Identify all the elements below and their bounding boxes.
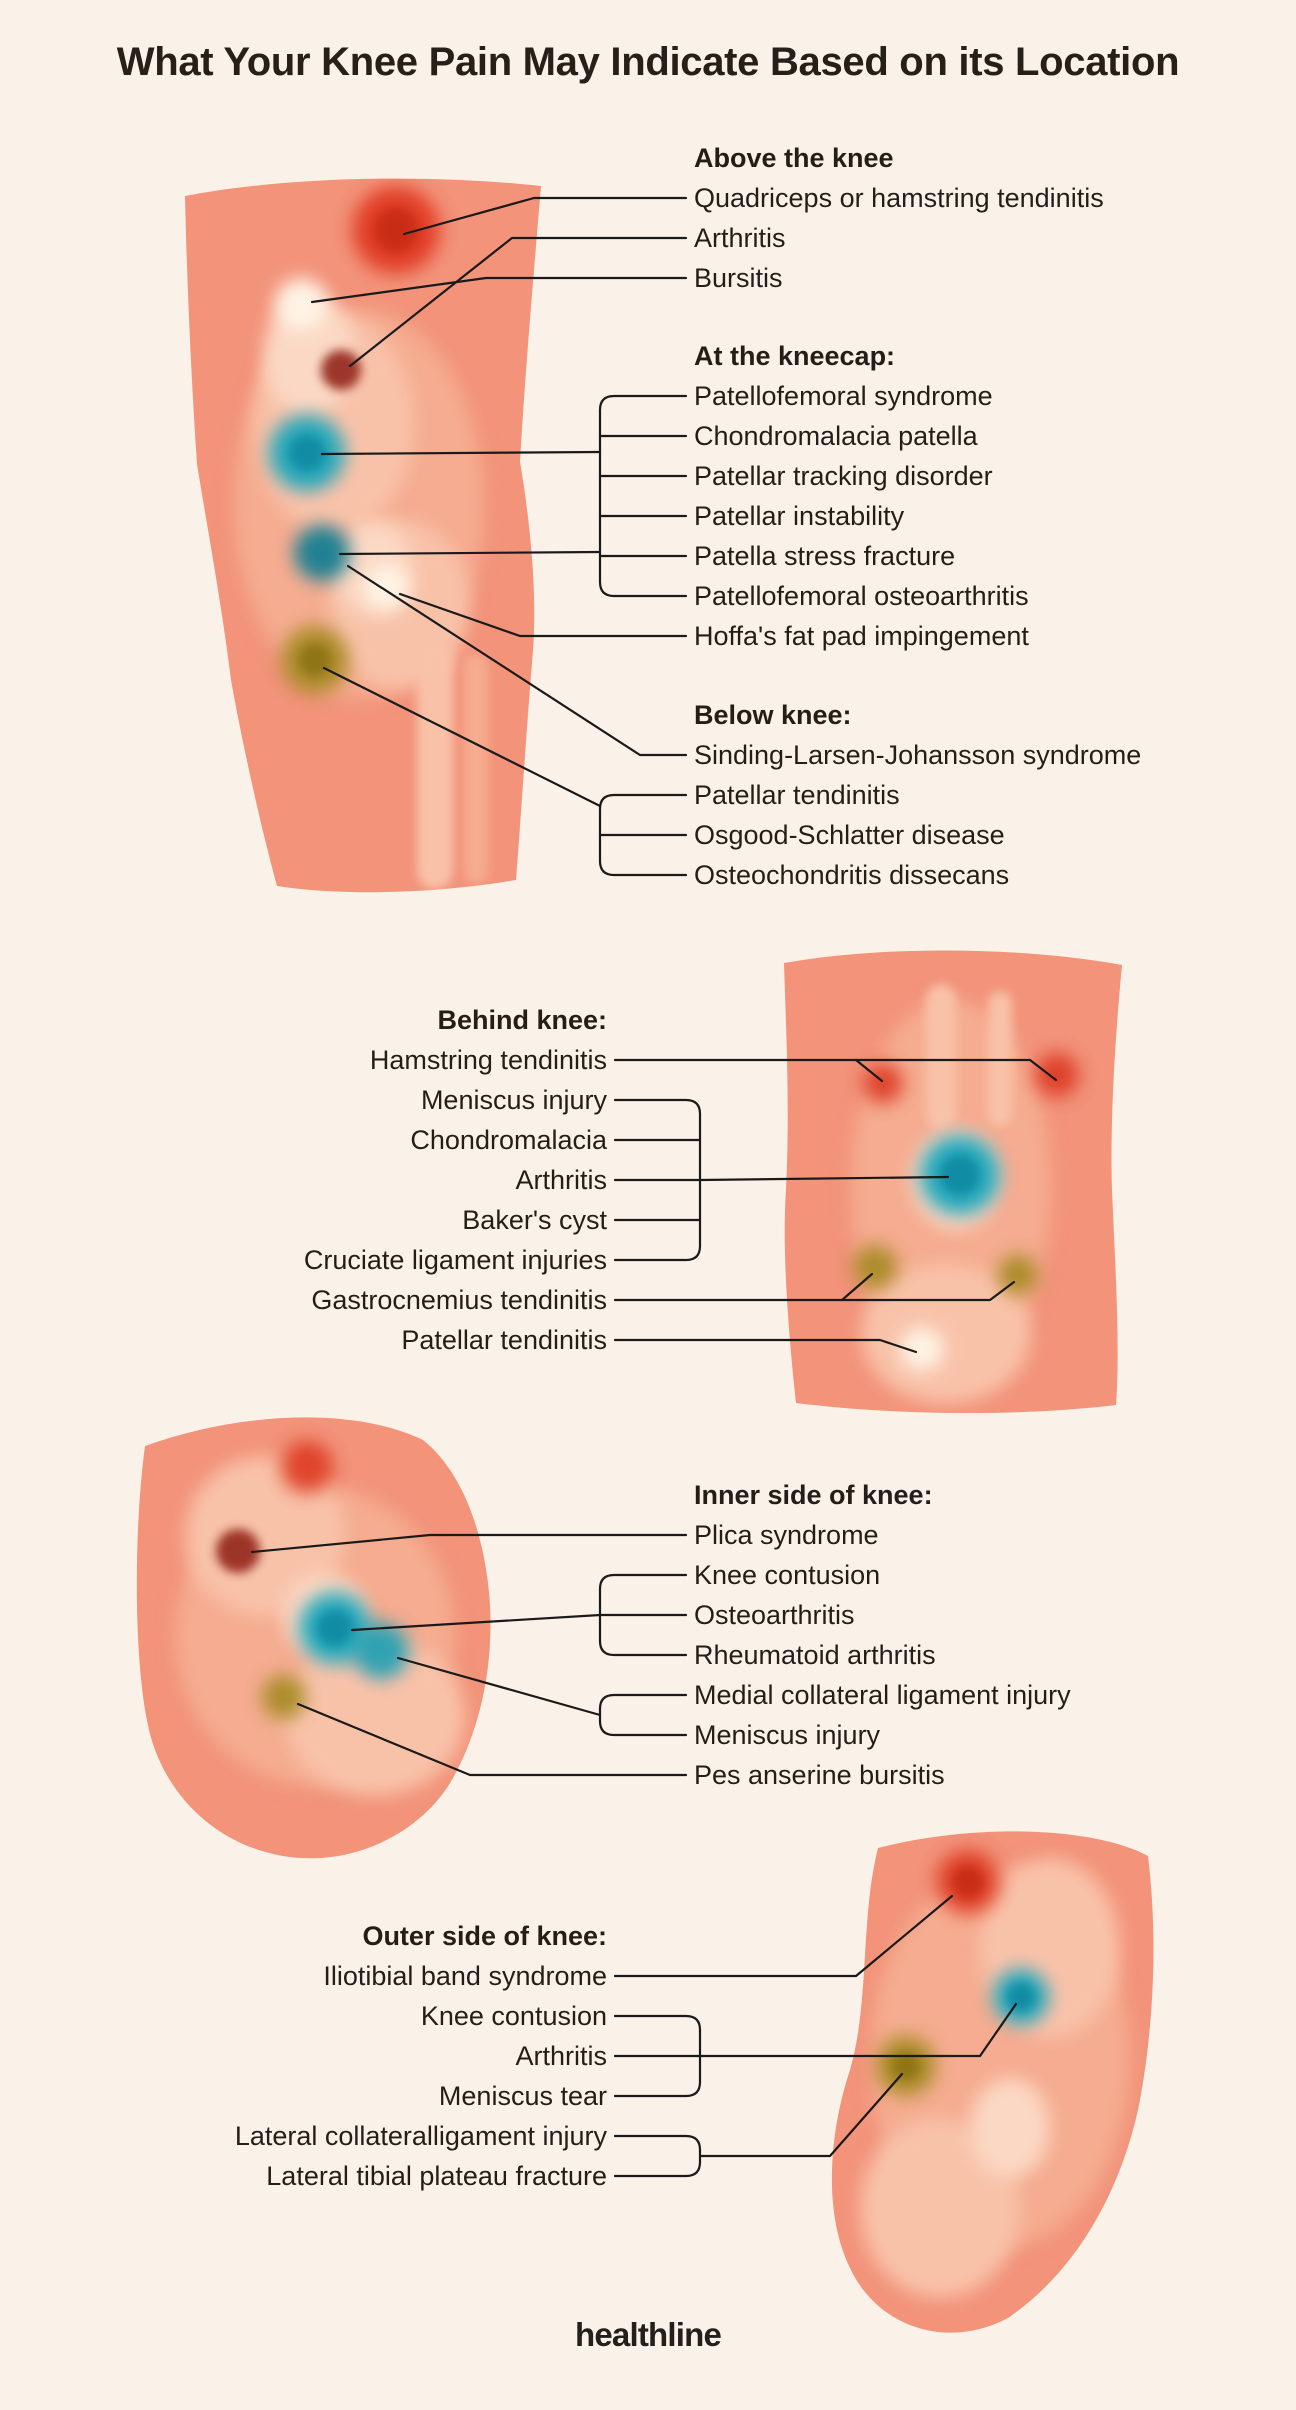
pain-spot-red-hamstring-medial (863, 1063, 903, 1103)
knee-back-illustration (784, 950, 1122, 1414)
knee-front-illustration (185, 178, 541, 893)
connector-bracket (613, 1098, 702, 1262)
knee-outer-illustration (831, 1831, 1154, 2333)
condition-label: Rheumatoid arthritis (694, 1640, 936, 1670)
pain-spot-olive-pes-anserine (262, 1675, 306, 1719)
pain-spot-white-patellar (900, 1327, 944, 1371)
condition-label: Gastrocnemius tendinitis (311, 1285, 607, 1315)
pain-spot-red-top (281, 1441, 333, 1493)
section-heading-behind-knee: Behind knee: (437, 1005, 607, 1035)
pain-spot-teal-kneecap (269, 415, 345, 491)
condition-label: Knee contusion (694, 1560, 881, 1590)
condition-label: Chondromalacia (410, 1125, 607, 1155)
pain-spot-teal-small (353, 1623, 409, 1679)
condition-label: Lateral collateralligament injury (234, 2121, 607, 2151)
condition-label: Bursitis (694, 263, 783, 293)
condition-label: Osgood-Schlatter disease (694, 820, 1005, 850)
section-outer-side: Outer side of knee: Iliotibial band syndr… (235, 1916, 607, 2196)
pain-spot-olive-below-knee (281, 626, 349, 694)
section-heading-kneecap: At the kneecap: (694, 341, 896, 371)
pain-spot-dark-red (321, 350, 361, 390)
condition-label: Patellar tracking disorder (694, 461, 993, 491)
pain-spot-teal-center (920, 1135, 1000, 1215)
condition-label: Pes anserine bursitis (694, 1760, 945, 1790)
pain-spot-olive-gastrocnemius-lateral (998, 1255, 1038, 1295)
condition-label: Hamstring tendinitis (369, 1045, 607, 1075)
connector-bracket (598, 793, 688, 877)
pain-spot-red-hamstring-lateral (1035, 1053, 1079, 1097)
condition-label: Patellofemoral syndrome (694, 381, 993, 411)
condition-label: Arthritis (694, 223, 786, 253)
section-heading-inner-side: Inner side of knee: (694, 1480, 933, 1510)
condition-label: Hoffa's fat pad impingement (694, 621, 1029, 651)
pain-spot-red-iliotibial (936, 1850, 1000, 1914)
condition-label: Osteoarthritis (694, 1600, 855, 1630)
section-below-knee: Below knee: Sinding-Larsen-Johansson synd… (694, 695, 1141, 895)
pain-spot-dark-teal-patella (294, 525, 350, 581)
page-title: What Your Knee Pain May Indicate Based o… (116, 40, 1180, 84)
healthline-logo: healthline (574, 2316, 722, 2353)
condition-label: Lateral tibial plateau fracture (266, 2161, 607, 2191)
condition-label: Chondromalacia patella (694, 421, 978, 451)
condition-label: Quadriceps or hamstring tendinitis (694, 183, 1104, 213)
condition-label: Knee contusion (420, 2001, 607, 2031)
section-heading-below-knee: Below knee: (694, 700, 852, 730)
condition-label: Sinding-Larsen-Johansson syndrome (694, 740, 1142, 770)
condition-label: Baker's cyst (462, 1205, 607, 1235)
section-heading-above-knee: Above the knee (694, 143, 894, 173)
condition-label: Plica syndrome (694, 1520, 879, 1550)
condition-label: Patellar instability (694, 501, 905, 531)
connector-bracket (598, 1693, 688, 1737)
pain-spot-teal-lateral-joint (993, 1969, 1049, 2025)
section-heading-outer-side: Outer side of knee: (362, 1921, 607, 1951)
connector-bracket (598, 1573, 688, 1657)
pain-spot-dark-red-plica (216, 1529, 260, 1573)
condition-label: Patellofemoral osteoarthritis (694, 581, 1029, 611)
condition-label: Medial collateral ligament injury (694, 1680, 1071, 1710)
pain-spot-teal-large (299, 1592, 371, 1664)
condition-label: Meniscus tear (438, 2081, 607, 2111)
condition-label: Iliotibial band syndrome (323, 1961, 607, 1991)
condition-label: Arthritis (515, 2041, 607, 2071)
pain-spot-white-fat-pad (365, 565, 409, 609)
pain-spot-red-above-knee (352, 186, 440, 274)
connector-bracket (613, 2014, 702, 2098)
condition-label: Patellar tendinitis (401, 1325, 607, 1355)
condition-label: Meniscus injury (694, 1720, 881, 1750)
pain-spot-olive-gastrocnemius-medial (853, 1245, 897, 1289)
condition-label: Meniscus injury (420, 1085, 607, 1115)
knee-inner-illustration (136, 1417, 491, 1859)
pain-spot-olive-lateral (876, 2036, 936, 2096)
condition-label: Patella stress fracture (694, 541, 956, 571)
connector-bracket (613, 2134, 702, 2178)
condition-label: Cruciate ligament injuries (303, 1245, 607, 1275)
pain-spot-white-bursa (275, 278, 327, 330)
condition-label: Arthritis (515, 1165, 607, 1195)
connector-bracket (598, 394, 688, 598)
condition-label: Osteochondritis dissecans (694, 860, 1010, 890)
condition-label: Patellar tendinitis (694, 780, 900, 810)
